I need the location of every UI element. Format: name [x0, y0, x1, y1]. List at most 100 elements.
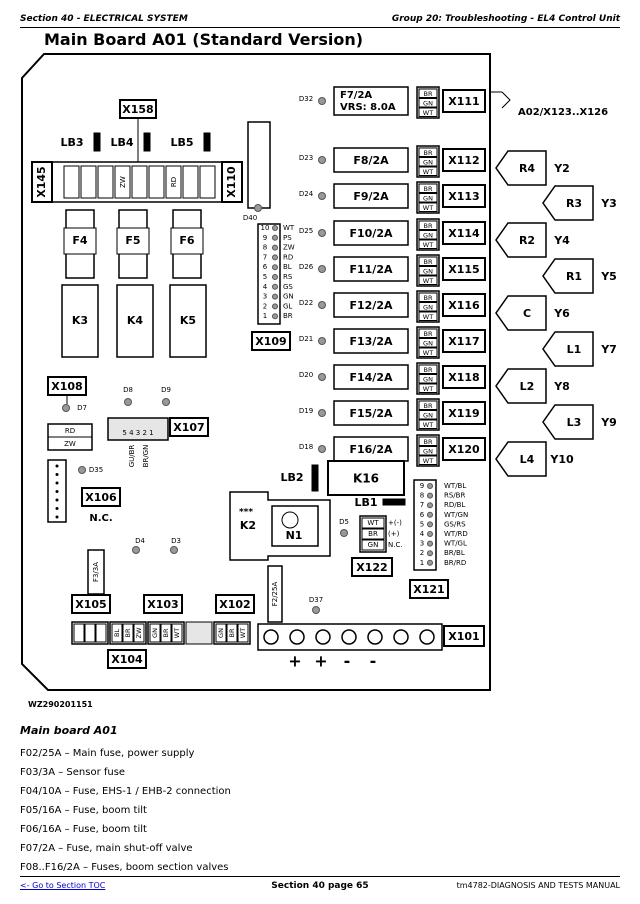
pin-label: BR — [424, 366, 433, 374]
x109-pin: 2 — [263, 302, 267, 310]
d8-led — [124, 398, 132, 406]
d4-label: D4 — [135, 537, 145, 545]
connector-x118-label: X118 — [448, 371, 479, 384]
x145-label: X145 — [35, 166, 48, 197]
output-label: Y3 — [600, 197, 617, 210]
valve-fuse-label: F8/2A — [353, 154, 389, 167]
connector-x107-label: X107 — [173, 421, 204, 434]
diode-led — [318, 265, 326, 273]
relay-label: L3 — [567, 416, 582, 429]
x102-color: BR — [228, 628, 236, 637]
x121-color: WT/RD — [444, 530, 468, 538]
pin-cell — [418, 202, 438, 212]
output-label: Y4 — [553, 234, 570, 247]
connector-x104 — [107, 649, 147, 669]
x121-color: WT/GL — [444, 540, 467, 548]
pin-label: WT — [423, 204, 433, 212]
diode-label: D24 — [299, 190, 314, 198]
pin-cell — [418, 292, 438, 302]
pin-cell — [418, 275, 438, 285]
led-label: LB3 — [60, 136, 83, 149]
manual-name: tm4782-DIAGNOSIS AND TESTS MANUAL — [456, 881, 620, 890]
x101-terminal — [367, 629, 383, 645]
connector-x122 — [351, 557, 393, 577]
x109-color: PS — [283, 234, 292, 242]
pin-cell — [418, 98, 438, 108]
output-label: Y7 — [600, 343, 617, 356]
k2-label: K2 — [240, 519, 256, 532]
pin-cell — [418, 311, 438, 321]
legend-item: F08..F16/2A – Fuses, boom section valves — [20, 862, 229, 873]
valve-fuse-label: F13/2A — [349, 335, 392, 348]
d4-led — [132, 546, 140, 554]
diode-led — [318, 337, 326, 345]
x104-color: BR — [124, 628, 132, 637]
connector-x120 — [442, 437, 486, 461]
connector-x110 — [221, 161, 243, 203]
pin-label: GN — [423, 100, 433, 108]
polarity-sign: + — [288, 652, 301, 671]
diode-label: D21 — [299, 335, 313, 343]
output-label: Y10 — [549, 453, 574, 466]
x121-pin: 4 — [420, 530, 425, 538]
relay-r1 — [542, 258, 594, 294]
diode-led — [318, 301, 326, 309]
x122-sign: (+) — [388, 530, 400, 538]
x107-color-1: GU/BR — [128, 445, 136, 468]
d40-label: D40 — [243, 214, 257, 222]
pin-label: WT — [423, 277, 433, 285]
x103-cell — [160, 623, 172, 643]
pin-label: GN — [423, 268, 433, 276]
x105-cell — [84, 623, 96, 643]
lb1-mark — [382, 498, 406, 506]
connector-x113-label: X113 — [448, 190, 479, 203]
pin-cell — [418, 107, 438, 117]
x109-dot — [272, 244, 278, 251]
lb2-mark — [311, 464, 319, 492]
x109-pin: 5 — [263, 273, 267, 281]
output-label: Y2 — [553, 162, 570, 175]
x110-label: X110 — [225, 166, 238, 198]
connector-x117-label: X117 — [448, 335, 479, 348]
go-to-toc-link[interactable]: <- Go to Section TOC — [20, 881, 106, 890]
x107-pins: 5 4 3 2 1 — [122, 429, 153, 437]
connector-x107 — [169, 417, 209, 437]
f3-label: F3/3A — [92, 562, 100, 582]
led-label: LB4 — [110, 136, 133, 149]
x106-pin — [55, 490, 59, 493]
terminal-cell — [199, 165, 216, 199]
x104-cell — [111, 623, 123, 643]
connector-x111 — [442, 89, 486, 113]
x109-dot — [272, 313, 278, 320]
x103-color: WT — [173, 628, 181, 638]
d3-label: D3 — [171, 537, 181, 545]
terminal-cell — [97, 165, 114, 199]
x109-dot — [272, 264, 278, 271]
header-rule — [20, 27, 620, 28]
x102-cell — [215, 623, 227, 643]
diode-led — [318, 156, 326, 164]
connector-x145 — [31, 161, 53, 203]
pin-label: BR — [424, 330, 433, 338]
relay-k4 — [116, 284, 154, 358]
legend-item: F04/10A – Fuse, EHS-1 / EHB-2 connection — [20, 786, 231, 797]
output-label: Y8 — [553, 380, 570, 393]
pin-label: BR — [424, 222, 433, 230]
pin-label: GN — [423, 376, 433, 384]
connector-x121 — [409, 579, 449, 599]
pin-label: GN — [423, 412, 433, 420]
x121-pin: 7 — [420, 501, 424, 509]
x109-dot — [272, 225, 278, 231]
pin-label: GN — [423, 159, 433, 167]
board-outline — [21, 53, 491, 691]
pin-cell — [418, 364, 438, 374]
relay-label: K5 — [180, 314, 196, 327]
fuse-body — [116, 227, 150, 255]
relay-label: L2 — [520, 380, 535, 393]
x109-color: BR — [283, 312, 293, 320]
pin-label: BR — [424, 258, 433, 266]
d40-led — [254, 204, 262, 212]
x122-pin-label: GN — [368, 541, 379, 549]
valve-fuse-label: F14/2A — [349, 371, 392, 384]
